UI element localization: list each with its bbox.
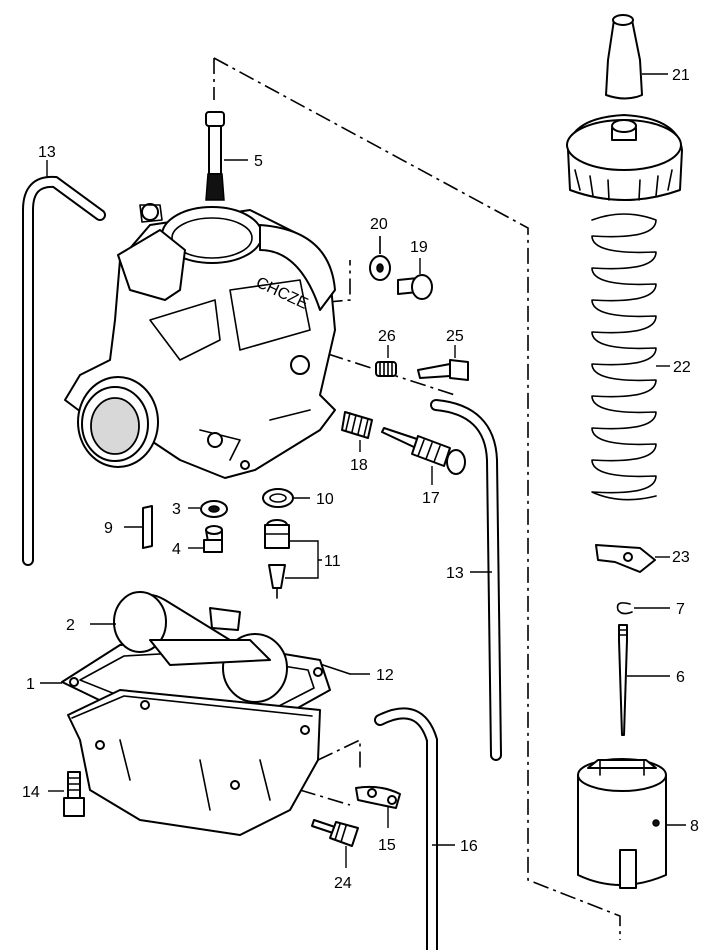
callout-13-left: 13 xyxy=(38,144,56,161)
fuel-hose-right xyxy=(430,399,502,761)
callout-11: 11 xyxy=(324,553,341,570)
fuel-hose-left xyxy=(22,175,106,566)
callout-3: 3 xyxy=(172,501,181,518)
part-7-clip xyxy=(616,602,670,615)
callout-12: 12 xyxy=(376,667,394,684)
part-9-plug xyxy=(124,505,153,549)
callout-9: 9 xyxy=(104,520,113,537)
callout-16: 16 xyxy=(460,838,478,855)
callout-23: 23 xyxy=(672,549,690,566)
callout-19: 19 xyxy=(410,239,428,256)
part-25-pilot-screw xyxy=(417,345,469,381)
callout-6: 6 xyxy=(676,669,685,686)
callout-7: 7 xyxy=(676,601,685,618)
callout-20: 20 xyxy=(370,216,388,233)
outlet-bell xyxy=(77,376,159,468)
part-14-bolt xyxy=(48,771,85,817)
callout-25: 25 xyxy=(446,328,464,345)
callout-1: 1 xyxy=(26,676,35,693)
part-18-spring xyxy=(341,411,373,452)
part-26-spring xyxy=(375,345,397,377)
assembly-line-drain xyxy=(299,738,361,806)
part-11-main-jet xyxy=(264,519,322,599)
part-top-cap xyxy=(566,114,683,201)
part-19-screw xyxy=(397,258,433,300)
callout-13-right: 13 xyxy=(446,565,464,582)
callout-24: 24 xyxy=(334,875,352,892)
carburetor-body: CHCZE xyxy=(64,203,336,479)
part-15-clamp xyxy=(355,785,401,828)
part-24-drain-screw xyxy=(311,819,359,868)
part-10-o-ring xyxy=(262,488,310,508)
part-8-throttle-slide xyxy=(577,758,686,889)
part-6-jet-needle xyxy=(618,624,670,736)
callout-17: 17 xyxy=(422,490,440,507)
part-22-slide-spring xyxy=(591,213,670,501)
callout-21: 21 xyxy=(672,67,690,84)
callout-26: 26 xyxy=(378,328,396,345)
callout-15: 15 xyxy=(378,837,396,854)
assembly-line xyxy=(213,57,621,940)
part-5-cable-adjuster xyxy=(205,111,248,201)
part-17-air-screw xyxy=(381,427,466,485)
part-21-cable-cap xyxy=(605,14,668,100)
callout-14: 14 xyxy=(22,784,40,801)
callout-4: 4 xyxy=(172,541,181,558)
callout-2: 2 xyxy=(66,617,75,634)
part-16-overflow-hose xyxy=(374,707,455,950)
callout-10: 10 xyxy=(316,491,334,508)
part-23-plate xyxy=(595,544,670,573)
part-3-washer xyxy=(188,500,228,518)
callout-18: 18 xyxy=(350,457,368,474)
float-bowl xyxy=(67,689,321,836)
callout-22: 22 xyxy=(673,359,691,376)
part-2-float xyxy=(90,591,288,703)
callout-8: 8 xyxy=(690,818,699,835)
callout-5: 5 xyxy=(254,153,263,170)
part-4-pilot-jet xyxy=(188,525,223,553)
